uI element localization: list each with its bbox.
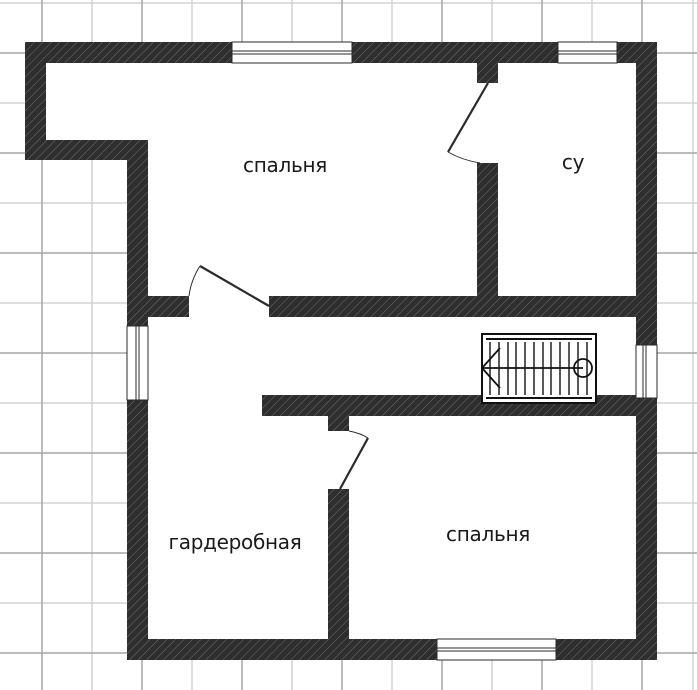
staircase[interactable] — [480, 333, 597, 404]
left-window — [126, 325, 149, 401]
arrow-head-icon — [480, 347, 501, 389]
wall-bedroom-stub — [328, 416, 349, 431]
room-label-bedroom-bottom: спальня — [446, 522, 530, 546]
bathroom-door[interactable] — [447, 82, 489, 164]
bedroom-bottom-door[interactable] — [339, 430, 369, 490]
bedroom-top-door[interactable] — [188, 265, 270, 307]
right-window — [635, 344, 658, 399]
top-left-window — [231, 41, 353, 64]
top-right-window — [557, 41, 618, 64]
windows — [126, 41, 658, 661]
wall-bathroom-partition — [477, 163, 498, 298]
room-label-wardrobe: гардеробная — [168, 530, 302, 554]
bottom-window — [436, 638, 557, 661]
wall-hall-top — [269, 296, 657, 317]
doors — [188, 82, 489, 490]
room-label-bedroom-top: спальня — [243, 153, 327, 177]
stair-start-circle-icon — [573, 358, 593, 378]
wall-bottom — [127, 639, 657, 660]
wall-step — [25, 140, 148, 160]
wall-hall-left-stub — [148, 296, 189, 317]
wall-wardrobe-partition — [328, 489, 349, 640]
wall-bathroom-stub — [477, 62, 498, 83]
wall-hall-bottom — [262, 395, 657, 416]
wall-left-upper — [25, 42, 46, 160]
room-label-bathroom: су — [561, 150, 585, 174]
